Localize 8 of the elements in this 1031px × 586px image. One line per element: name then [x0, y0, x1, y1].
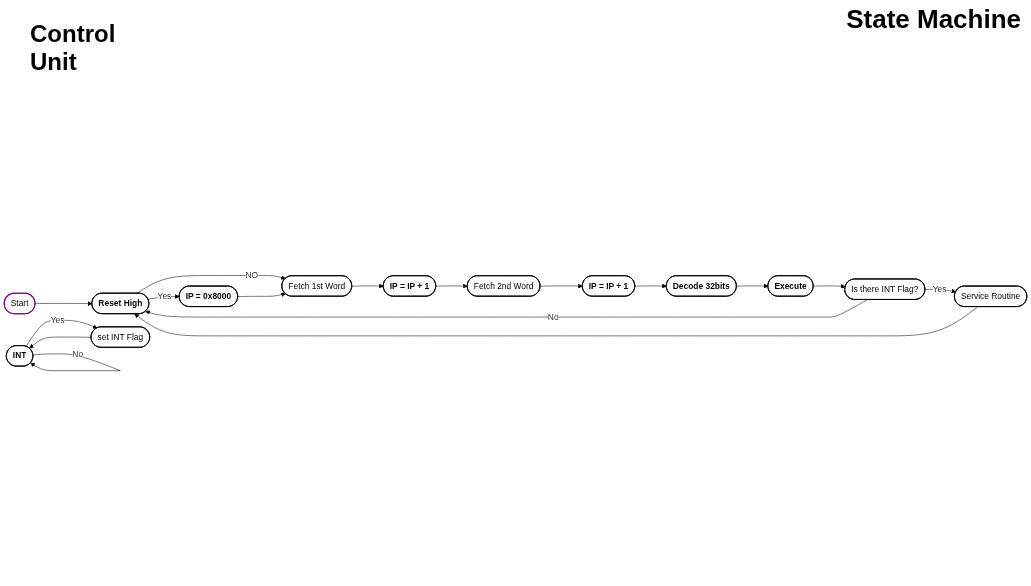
edge-label: No	[72, 349, 84, 359]
edge-label: Yes	[50, 315, 65, 325]
edge-label: Yes	[157, 291, 172, 301]
edge-label: No	[547, 312, 559, 322]
edge-label: Yes	[932, 284, 947, 294]
edge-label: NO	[245, 270, 259, 280]
side-label: Control Unit	[30, 20, 117, 76]
diagram-title: State Machine	[846, 4, 1021, 35]
